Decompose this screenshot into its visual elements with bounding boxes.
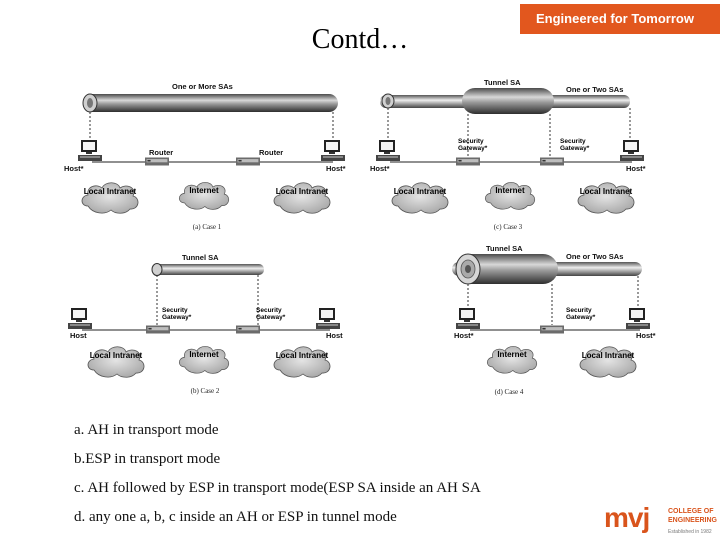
- gateway-label: Security Gateway*: [256, 307, 286, 321]
- case-caption: (b) Case 2: [191, 387, 220, 395]
- security-gateway-icon: [456, 157, 480, 166]
- cloud-label: Local Intranet: [275, 351, 329, 360]
- cloud-label-wrap: Local Intranet: [579, 187, 633, 196]
- case-2: Tunnel SA Host Host Security Gateway* Se…: [68, 253, 343, 395]
- case-1: One or More SAs Host* Host* Router Route…: [64, 82, 346, 231]
- host-label: Host*: [326, 164, 346, 173]
- tunnel-label: Tunnel SA: [486, 244, 523, 253]
- cloud-label: Local Intranet: [89, 351, 143, 360]
- gateway-label-wrap: Security Gateway*: [256, 307, 286, 321]
- cloud-label: Local Intranet: [579, 187, 633, 196]
- cloud-label-wrap: Local Intranet: [581, 351, 635, 360]
- host-label: Host*: [636, 331, 656, 340]
- cloud-label: Internet: [189, 186, 219, 195]
- host-computer-icon: [626, 308, 650, 329]
- header-banner: Engineered for Tomorrow: [0, 0, 720, 40]
- host-label: Host*: [370, 164, 390, 173]
- cloud-label-wrap: Internet: [495, 186, 525, 195]
- case-caption: (c) Case 3: [494, 223, 523, 231]
- router-label: Router: [149, 148, 173, 157]
- gateway-label: Security Gateway*: [566, 307, 596, 321]
- tunnel-end: [465, 265, 471, 273]
- router-label: Router: [259, 148, 283, 157]
- host-computer-icon: [78, 140, 102, 161]
- host-label: Host*: [64, 164, 84, 173]
- gateway-label-wrap: Security Gateway*: [560, 138, 590, 152]
- slide-title: Contd…: [311, 24, 409, 55]
- host-computer-icon: [316, 308, 340, 329]
- cloud-label: Local Intranet: [275, 187, 329, 196]
- host-computer-icon: [321, 140, 345, 161]
- logo-line-2: ENGINEERING: [668, 517, 718, 524]
- host-label: Host*: [626, 164, 646, 173]
- college-logo: mvj COLLEGE OF ENGINEERING Established i…: [600, 502, 720, 538]
- note-item: a. AH in transport mode: [74, 422, 219, 438]
- router-icon: [145, 157, 169, 166]
- cloud-label: Local Intranet: [393, 187, 447, 196]
- cloud-label: Internet: [189, 350, 219, 359]
- logo-line-1: COLLEGE OF: [668, 508, 714, 515]
- cloud-label: Internet: [495, 186, 525, 195]
- cloud-label-wrap: Local Intranet: [275, 351, 329, 360]
- tunnel-end: [151, 263, 163, 276]
- logo-line-3: Established in 1982: [668, 529, 712, 535]
- cloud-label-wrap: Local Intranet: [89, 351, 143, 360]
- host-label: Host: [70, 331, 87, 340]
- case-3: Tunnel SA One or Two SAs Host* Host* Sec…: [370, 78, 646, 231]
- cloud-label-wrap: Internet: [189, 186, 219, 195]
- gateway-label-wrap: Security Gateway*: [162, 307, 192, 321]
- gateway-label: Security Gateway*: [458, 138, 488, 152]
- gateway-label-wrap: Security Gateway*: [458, 138, 488, 152]
- sa-tunnel: [456, 254, 558, 284]
- gateway-label: Security Gateway*: [162, 307, 192, 321]
- cloud-label-wrap: Local Intranet: [393, 187, 447, 196]
- cloud-label: Internet: [497, 350, 527, 359]
- tunnel-label: One or Two SAs: [566, 85, 623, 94]
- notes-list: a. AH in transport mode b.ESP in transpo…: [74, 416, 481, 532]
- brand-bar: Engineered for Tomorrow: [520, 4, 720, 34]
- host-computer-icon: [376, 140, 400, 161]
- tunnel-end: [385, 97, 391, 105]
- cloud-label-wrap: Internet: [497, 350, 527, 359]
- sa-tunnel: [462, 88, 554, 114]
- cloud-label-wrap: Local Intranet: [83, 187, 137, 196]
- gateway-label: Security Gateway*: [560, 138, 590, 152]
- tunnel-label: One or Two SAs: [566, 252, 623, 261]
- case-caption: (d) Case 4: [495, 388, 524, 396]
- host-label: Host: [326, 331, 343, 340]
- tunnel-label: One or More SAs: [172, 82, 233, 91]
- case-4: Tunnel SA One or Two SAs Host* Host* Sec…: [452, 244, 656, 396]
- host-label: Host*: [454, 331, 474, 340]
- case-caption: (a) Case 1: [193, 223, 222, 231]
- note-item: b.ESP in transport mode: [74, 451, 221, 467]
- cloud-label: Local Intranet: [83, 187, 137, 196]
- sa-tunnel: [152, 264, 264, 275]
- cloud-label-wrap: Local Intranet: [275, 187, 329, 196]
- note-item: c. AH followed by ESP in transport mode(…: [74, 480, 481, 496]
- sa-tunnel: [84, 94, 338, 112]
- host-computer-icon: [620, 140, 644, 161]
- router-icon: [236, 157, 260, 166]
- tunnel-label: Tunnel SA: [182, 253, 219, 262]
- host-computer-icon: [68, 308, 92, 329]
- security-gateway-icon: [540, 325, 564, 334]
- gateway-label-wrap: Security Gateway*: [566, 307, 596, 321]
- cloud-label: Local Intranet: [581, 351, 635, 360]
- cloud-label-wrap: Internet: [189, 350, 219, 359]
- tunnel-label: Tunnel SA: [484, 78, 521, 87]
- tunnel-end: [87, 98, 93, 108]
- brand-tagline: Engineered for Tomorrow: [536, 11, 694, 26]
- logo-mark: mvj: [604, 502, 650, 533]
- note-item: d. any one a, b, c inside an AH or ESP i…: [74, 509, 397, 525]
- host-computer-icon: [456, 308, 480, 329]
- security-gateway-icon: [540, 157, 564, 166]
